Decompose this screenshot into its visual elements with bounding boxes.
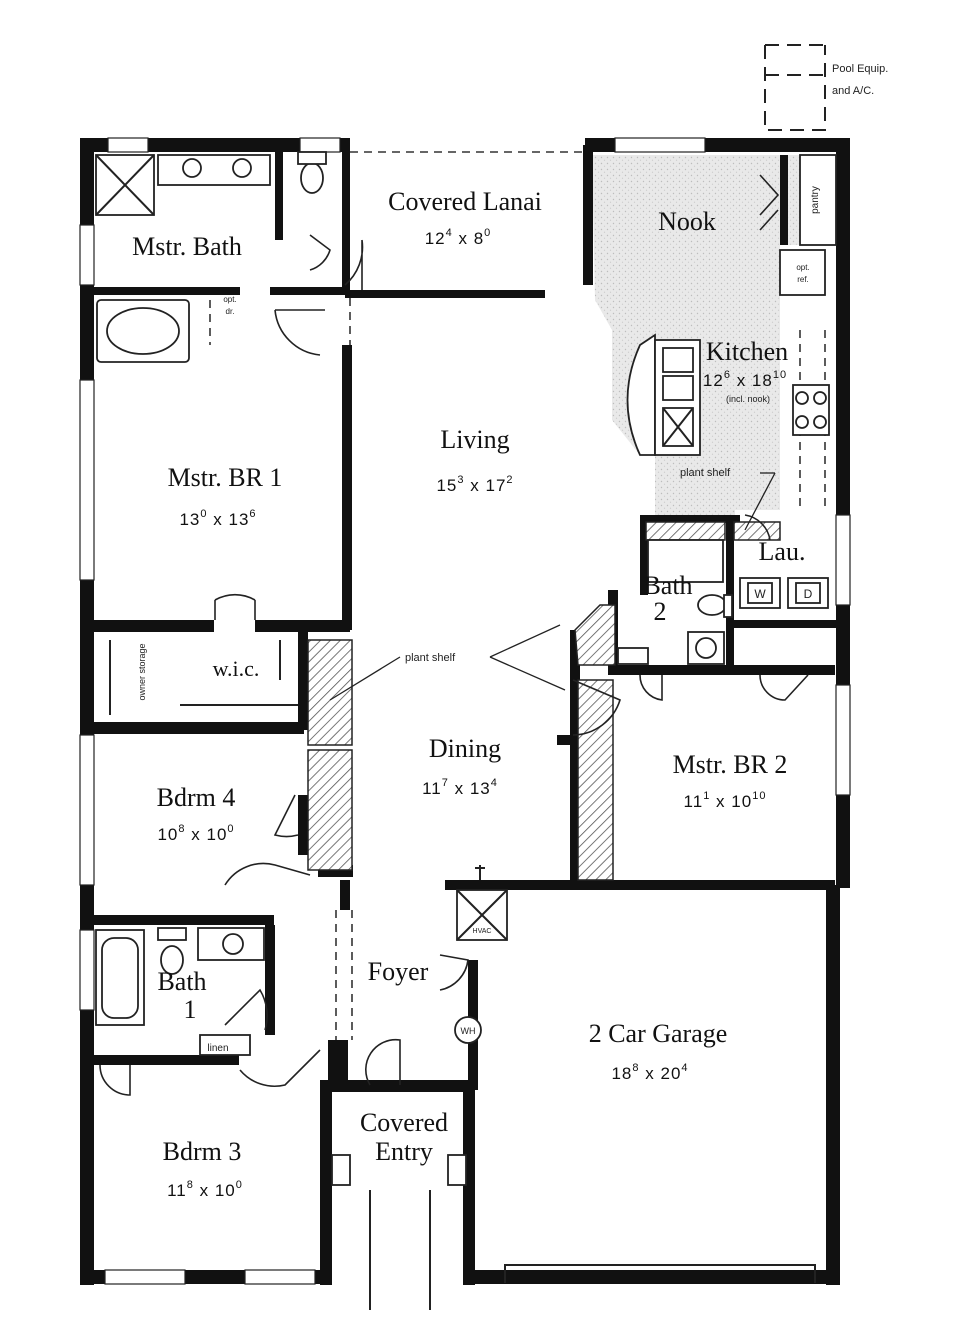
bath1-fixtures <box>95 927 265 1056</box>
opt-ref-label-1: opt. <box>796 263 809 272</box>
kitchen-fixtures <box>626 154 837 456</box>
mstr-br1-name: Mstr. BR 1 <box>168 463 283 492</box>
pool-equip-label-2: and A/C. <box>832 85 874 97</box>
bath2-name: Bath <box>643 571 692 600</box>
plant-shelf-center-label: plant shelf <box>405 652 456 664</box>
wic-shelves <box>109 640 298 715</box>
hvac-label: HVAC <box>473 928 492 935</box>
garage-dims: 188 x 204 <box>611 1062 688 1083</box>
bath1-number: 1 <box>184 995 197 1024</box>
garage-fixtures <box>454 865 816 1283</box>
bath2-fixtures <box>617 539 733 665</box>
room-labels: Covered Lanai 124 x 80 Nook pantry opt. … <box>132 186 821 1200</box>
pool-equipment-pad: Pool Equip. and A/C. <box>764 44 888 131</box>
bdrm4-dims: 108 x 100 <box>157 823 234 844</box>
mstr-bath-fixtures <box>95 151 327 363</box>
wh-label: WH <box>461 1026 476 1036</box>
foyer-name: Foyer <box>368 957 429 986</box>
opt-dr-label-1: opt. <box>223 295 236 304</box>
mstr-br2-dims: 111 x 1010 <box>684 790 767 811</box>
covered-entry-name-2: Entry <box>375 1137 433 1166</box>
opt-dr-label-2: dr. <box>226 307 235 316</box>
bdrm3-dims: 118 x 100 <box>167 1179 243 1200</box>
garage-name: 2 Car Garage <box>589 1019 728 1048</box>
owner-storage-label: owner storage <box>137 643 147 700</box>
laundry-fixtures: W D <box>739 577 829 609</box>
pool-equip-label-1: Pool Equip. <box>832 63 888 75</box>
interior-walls <box>80 150 836 1092</box>
kitchen-name: Kitchen <box>706 337 788 366</box>
dining-dims: 117 x 134 <box>422 777 498 798</box>
kitchen-dims: 126 x 1810 <box>703 369 787 390</box>
entry-walkway <box>331 1154 467 1310</box>
plant-shelves <box>307 521 781 881</box>
windows <box>79 137 851 1285</box>
door-swings <box>99 234 809 1096</box>
bdrm4-name: Bdrm 4 <box>157 783 236 812</box>
covered-lanai-name: Covered Lanai <box>388 187 542 216</box>
dryer-label: D <box>804 587 813 601</box>
mstr-br2-name: Mstr. BR 2 <box>673 750 788 779</box>
washer-label: W <box>754 587 766 601</box>
mstr-br1-dims: 130 x 136 <box>179 508 256 529</box>
laundry-name: Lau. <box>759 537 806 566</box>
bath2-number: 2 <box>654 597 667 626</box>
dining-name: Dining <box>429 734 501 763</box>
plant-shelf-leaders <box>329 472 776 701</box>
opt-ref-label-2: ref. <box>797 275 809 284</box>
living-name: Living <box>440 425 509 454</box>
living-dims: 153 x 172 <box>436 474 513 495</box>
mstr-bath-name: Mstr. Bath <box>132 232 242 261</box>
covered-entry-name-1: Covered <box>360 1108 448 1137</box>
linen-label: linen <box>207 1043 228 1054</box>
bath1-name: Bath <box>157 967 206 996</box>
plant-shelf-kitchen-label: plant shelf <box>680 467 731 479</box>
kitchen-note: (incl. nook) <box>726 394 770 404</box>
pantry-label: pantry <box>810 186 821 214</box>
covered-lanai-dims: 124 x 80 <box>425 227 492 248</box>
nook-name: Nook <box>658 207 716 236</box>
bdrm3-name: Bdrm 3 <box>163 1137 242 1166</box>
wic-name: w.i.c. <box>213 656 260 681</box>
